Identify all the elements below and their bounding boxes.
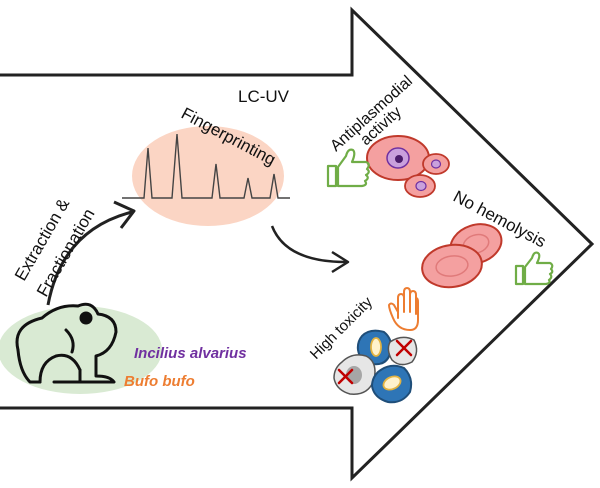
cross-icon: [337, 368, 354, 385]
infected-red-blood-cells: [366, 135, 450, 198]
curved-arrow-down: [270, 225, 347, 264]
frog-icon: [15, 302, 118, 384]
curved-arrow-up-head: [113, 200, 136, 229]
species-label-incilius: Incilius alvarius: [134, 345, 247, 362]
curved-arrow-up: [46, 210, 133, 306]
raised-hand-icon: [388, 287, 419, 331]
chromatogram-trace: [122, 133, 290, 199]
thumbs-up-icon: [326, 148, 370, 188]
healthy-red-blood-cells: [421, 223, 503, 289]
curved-arrow-down-head: [331, 250, 350, 274]
chromatogram-background-blob: [132, 126, 284, 226]
toxicity-cells: [333, 329, 418, 404]
cross-icon: [395, 339, 413, 357]
thumbs-up-icon: [514, 251, 554, 286]
lc-uv-label: LC-UV: [238, 87, 290, 106]
species-label-bufo: Bufo bufo: [124, 373, 195, 390]
big-arrow-outline: [0, 6, 595, 482]
